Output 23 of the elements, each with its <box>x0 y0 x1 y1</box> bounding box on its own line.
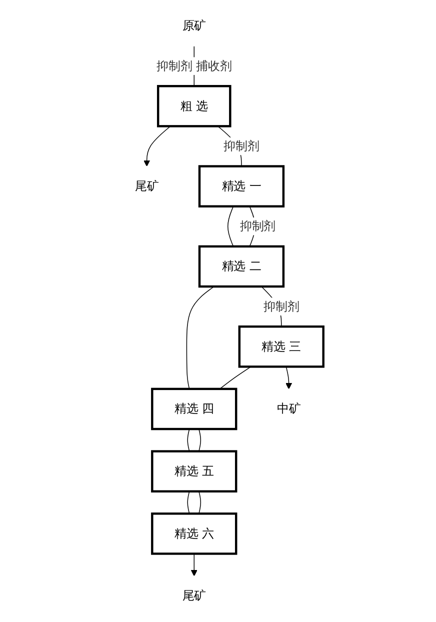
node-text: 中矿 <box>276 402 301 416</box>
arrow <box>286 366 292 390</box>
edge-label: 抑制剂 捕收剂 <box>156 58 232 73</box>
edge-label: 抑制剂 <box>224 138 260 153</box>
connector <box>187 428 190 452</box>
node-box: 精选 六 <box>151 512 238 555</box>
node-text: 原矿 <box>182 18 206 33</box>
node-box: 精选 一 <box>198 165 285 208</box>
edge-label: 抑制剂 <box>264 299 300 314</box>
edge-label: 抑制剂 <box>240 218 276 234</box>
connector <box>227 206 234 247</box>
node-text: 尾矿 <box>182 588 206 603</box>
connector <box>186 286 214 390</box>
node-box: 粗 选 <box>156 84 232 128</box>
node-box: 精选 三 <box>238 325 324 368</box>
node-box: 精选 二 <box>198 245 285 288</box>
node-text: 尾矿 <box>134 178 159 193</box>
connector <box>198 428 202 452</box>
arrow <box>144 126 171 167</box>
node-box: 精选 五 <box>151 450 238 492</box>
connector <box>219 366 252 390</box>
arrow <box>190 553 198 576</box>
node-box: 精选 四 <box>151 388 238 430</box>
